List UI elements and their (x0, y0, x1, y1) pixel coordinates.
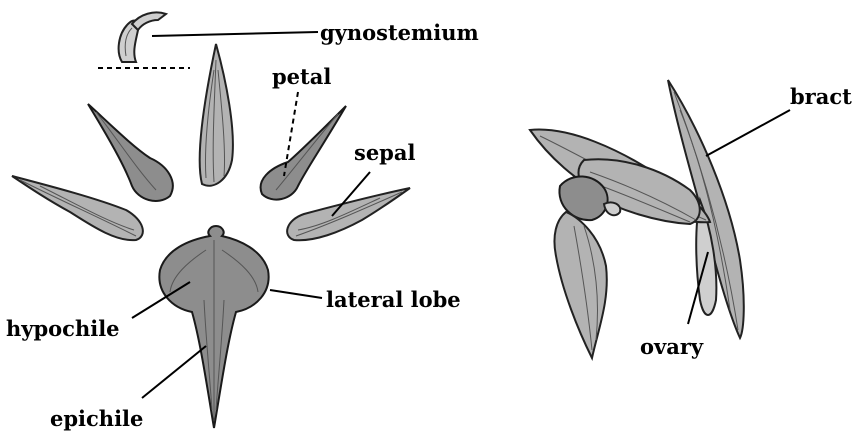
label-lateral-lobe: lateral lobe (326, 287, 461, 312)
label-hypochile: hypochile (6, 316, 120, 341)
label-bract: bract (790, 84, 852, 109)
gynostemium-leader (152, 32, 318, 36)
label-sepal: sepal (354, 140, 415, 165)
dorsal-sepal (200, 44, 233, 186)
bract-leader (706, 110, 790, 156)
lateral-lobe-leader (270, 290, 322, 298)
label-gynostemium: gynostemium (320, 20, 479, 45)
label-petal: petal (272, 64, 331, 89)
right-petal (261, 106, 346, 200)
left-lateral-sepal (12, 176, 143, 240)
label-ovary: ovary (640, 334, 704, 359)
label-epichile: epichile (50, 406, 143, 431)
labellum (159, 226, 268, 428)
gynostemium-drawing (98, 12, 190, 68)
side-flower-drawing (530, 130, 710, 358)
left-petal (88, 104, 173, 201)
epichile-leader (142, 346, 206, 398)
